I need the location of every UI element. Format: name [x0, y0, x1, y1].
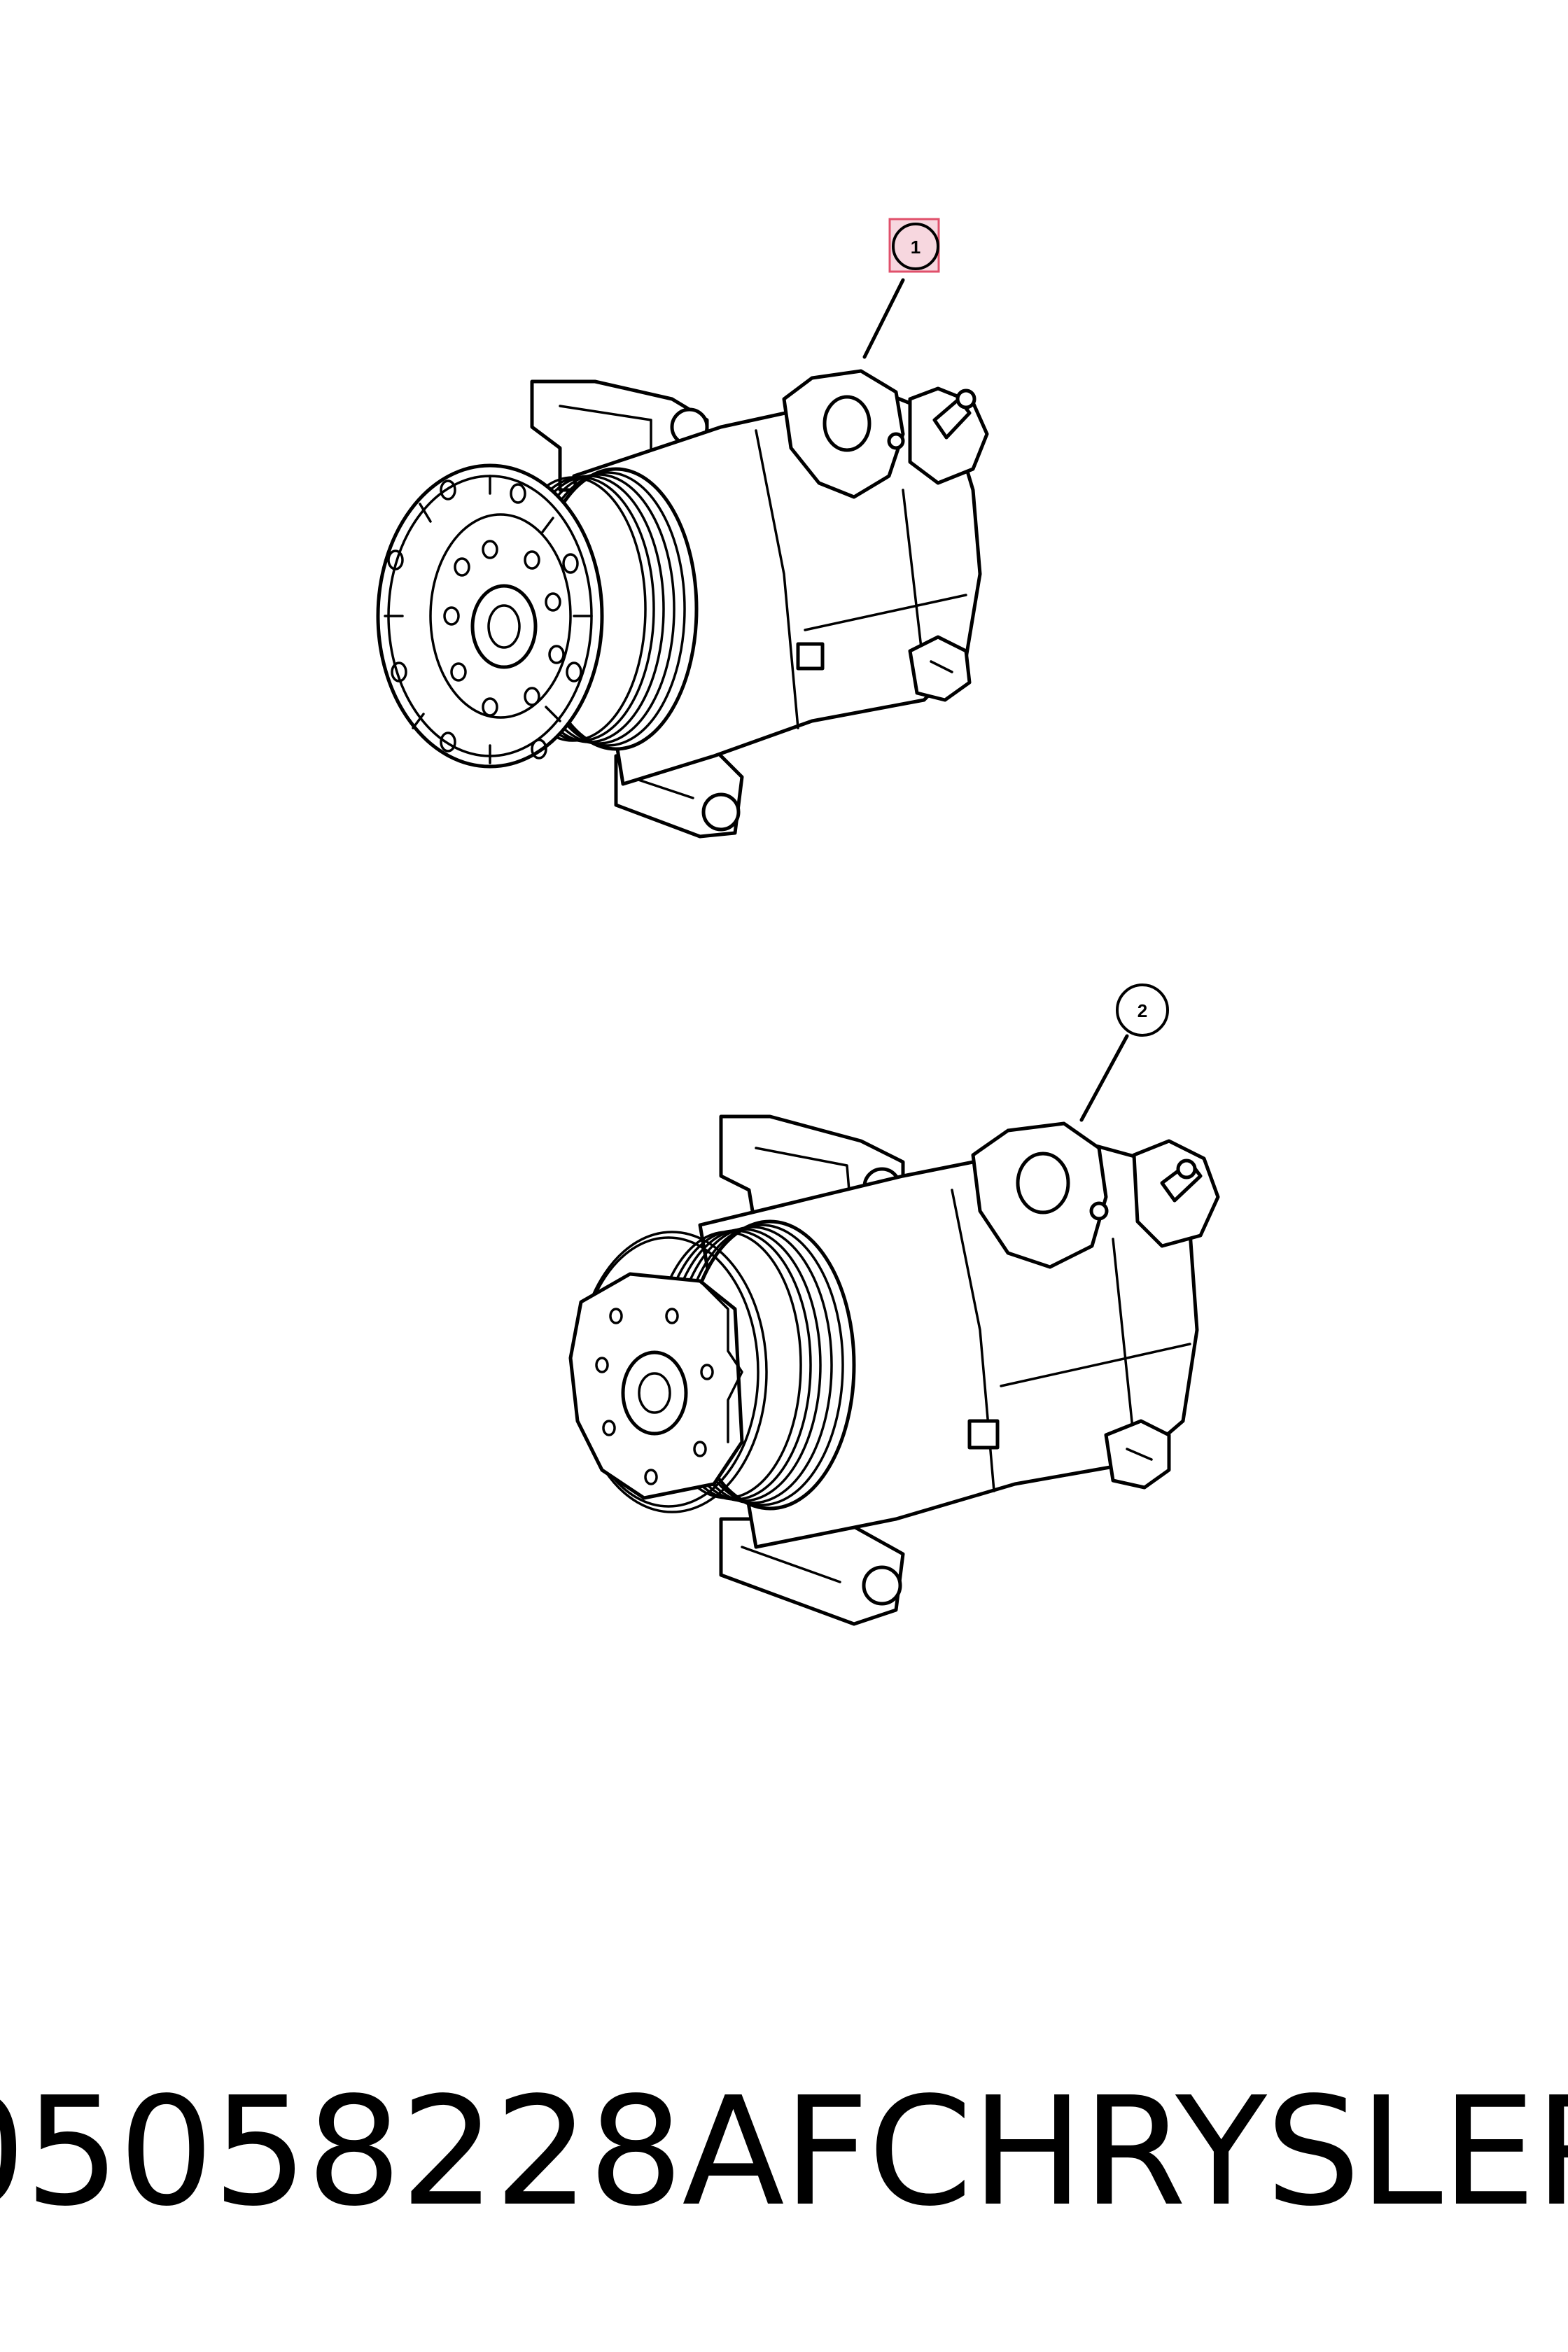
callout-2[interactable]: 2 — [1116, 983, 1169, 1037]
callout-1-label: 1 — [911, 237, 920, 258]
compressor-illustration-2 — [568, 1114, 1220, 1626]
callout-2-label: 2 — [1138, 1000, 1147, 1021]
leader-line-2 — [1079, 1034, 1129, 1122]
parts-diagram: 1 — [376, 218, 1220, 1626]
part-caption: 05058228AF CHRYSLER — [0, 2062, 1568, 2244]
brand-name: CHRYSLER — [867, 2065, 1568, 2239]
compressor-illustration-1 — [376, 369, 989, 839]
part-number: 05058228AF — [0, 2065, 869, 2239]
leader-line-1 — [862, 278, 905, 359]
callout-1[interactable]: 1 — [888, 218, 940, 273]
